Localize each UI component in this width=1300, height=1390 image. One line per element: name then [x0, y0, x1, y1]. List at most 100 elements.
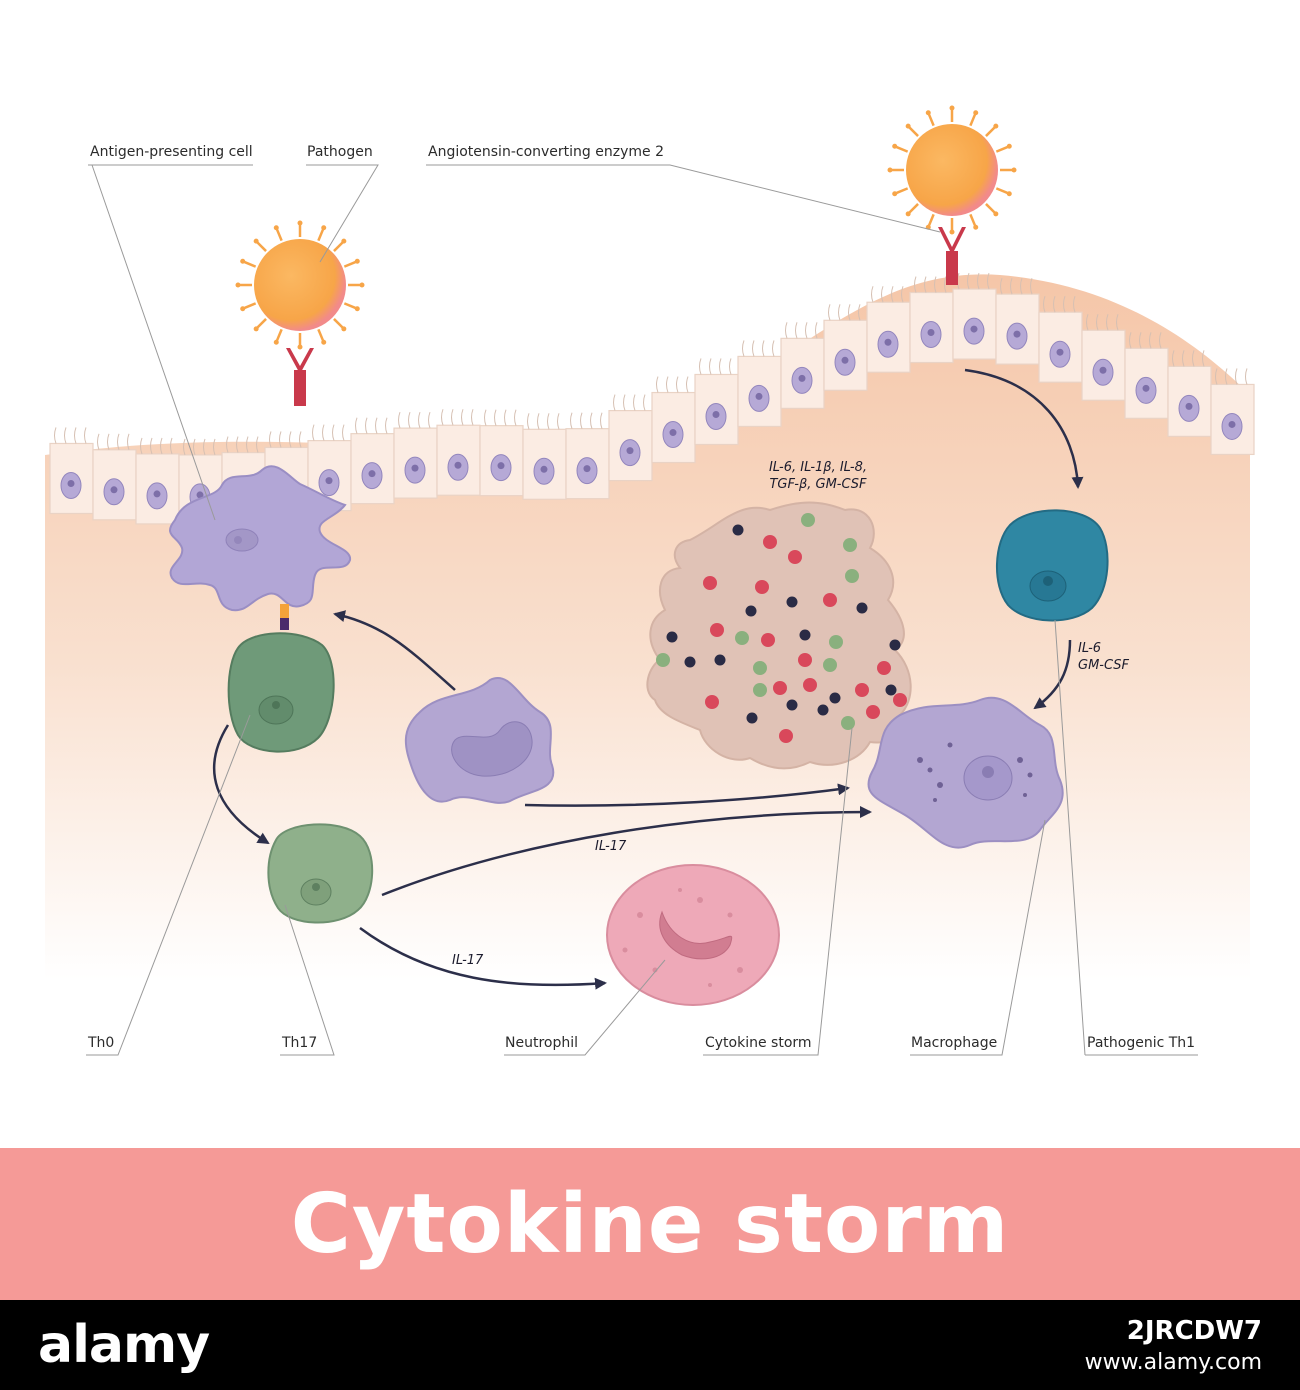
label-th0: Th0 [87, 1035, 114, 1051]
cilium [170, 437, 173, 455]
cilium [1106, 314, 1109, 331]
pathogen-spike [985, 203, 996, 214]
pathogen-spike [927, 213, 935, 226]
pathogen-spike [275, 229, 283, 242]
cytokine-particle [829, 692, 841, 704]
cytokine-particle [763, 535, 777, 549]
cytokine-particle [843, 538, 857, 552]
cilium [686, 376, 689, 393]
pathogen-spike [908, 203, 919, 214]
label-pathogen: Pathogen [307, 144, 373, 160]
th0-cell [227, 632, 335, 753]
cytokine-particles [656, 513, 907, 743]
cilium [1192, 350, 1195, 367]
pathogen-spike [244, 260, 257, 268]
cilium [881, 286, 884, 303]
cilium [613, 394, 616, 411]
cilium [1129, 332, 1132, 349]
antigen-presenting-cell [169, 465, 351, 612]
page-title: Cytokine storm [290, 1176, 1010, 1272]
cilium [1086, 314, 1089, 331]
cytokine-particle [817, 704, 829, 716]
arrow-monocyte-to-macrophage [524, 783, 850, 807]
cilium [322, 424, 325, 441]
ace2-receptor-right [938, 227, 966, 285]
cytokine-particle [735, 631, 749, 645]
title-band: Cytokine storm [0, 1148, 1300, 1300]
cilium [643, 394, 646, 411]
cilium [269, 431, 272, 448]
cilium [117, 433, 120, 450]
epithelial-cell [1038, 311, 1083, 383]
pathogen-spike-tip [273, 339, 279, 345]
alamy-logo: alamy [38, 1315, 210, 1375]
cilium [408, 411, 411, 429]
cilium [256, 436, 259, 453]
pathogen-spike-tip [993, 123, 999, 129]
th1-cytokine-line2: GM-CSF [1078, 658, 1130, 673]
cytokine-particle [745, 605, 757, 617]
th1-cytokine-line1: IL-6 [1078, 641, 1101, 656]
cilium [785, 322, 788, 339]
cytokine-particle [798, 653, 812, 667]
cilium [1225, 368, 1228, 385]
cilium [805, 322, 808, 339]
cilium [140, 437, 143, 455]
cilium [484, 409, 487, 426]
cilium [299, 431, 302, 448]
pathogen-spike [244, 302, 257, 310]
epithelial-nucleolus [1013, 330, 1021, 338]
pathogen-spike-tip [240, 258, 246, 264]
cilium [1235, 368, 1238, 385]
cilium [914, 276, 917, 293]
pathogen-spike [995, 187, 1008, 195]
cilium [1149, 332, 1152, 349]
cilium [514, 409, 517, 426]
cilium [858, 304, 861, 321]
cilium [213, 438, 216, 456]
pathogen-spike-tip [905, 123, 911, 129]
pathogen-spike-tip [892, 191, 898, 197]
epithelial-nucleolus [970, 325, 978, 333]
pathogen-spike [333, 241, 344, 252]
label-cytokine-storm: Cytokine storm [705, 1035, 812, 1051]
storm-cytokines-line1: IL-6, IL-1β, IL-8, [769, 460, 867, 475]
label-antigen-presenting-cell: Antigen-presenting cell [90, 144, 253, 160]
pathogen-right [887, 105, 1017, 235]
cilium [600, 412, 603, 429]
cilium [1215, 368, 1218, 385]
cilium [891, 286, 894, 303]
site-url: www.alamy.com [1084, 1349, 1262, 1375]
pathogen-spike-tip [1006, 191, 1012, 197]
pathogen-spike [275, 328, 283, 341]
cilium [633, 394, 636, 411]
cilium [527, 413, 530, 430]
cilium [570, 412, 573, 429]
cytokine-particle [705, 695, 719, 709]
footer-meta: 2JRCDW7 www.alamy.com [1085, 1316, 1262, 1375]
arrow-monocyte-to-apc [333, 610, 456, 691]
pathogen-spike [317, 328, 325, 341]
epithelial-nucleolus [325, 477, 333, 485]
cytokine-particle [893, 693, 907, 707]
cilium [375, 417, 378, 434]
cytokine-particle [829, 635, 843, 649]
cytokine-particle [732, 524, 744, 536]
cilium [729, 358, 732, 375]
footer-bar: alamy 2JRCDW7 www.alamy.com [0, 1300, 1300, 1390]
cilium [1000, 277, 1003, 295]
pathogen-spike [985, 126, 996, 137]
pathogen-spike-tip [905, 211, 911, 217]
cilium [762, 340, 765, 357]
pathogen-spike-tip [354, 306, 360, 312]
cilium [74, 427, 77, 444]
epithelial-nucleolus [669, 429, 677, 437]
pathogen-spike-tip [887, 167, 893, 173]
cilium [967, 272, 970, 290]
cilium [838, 304, 841, 321]
cytokine-particle [877, 661, 891, 675]
cytokine-particle [889, 639, 901, 651]
epithelial-nucleolus [583, 465, 591, 473]
cilium [772, 340, 775, 357]
cytokine-particle [841, 716, 855, 730]
